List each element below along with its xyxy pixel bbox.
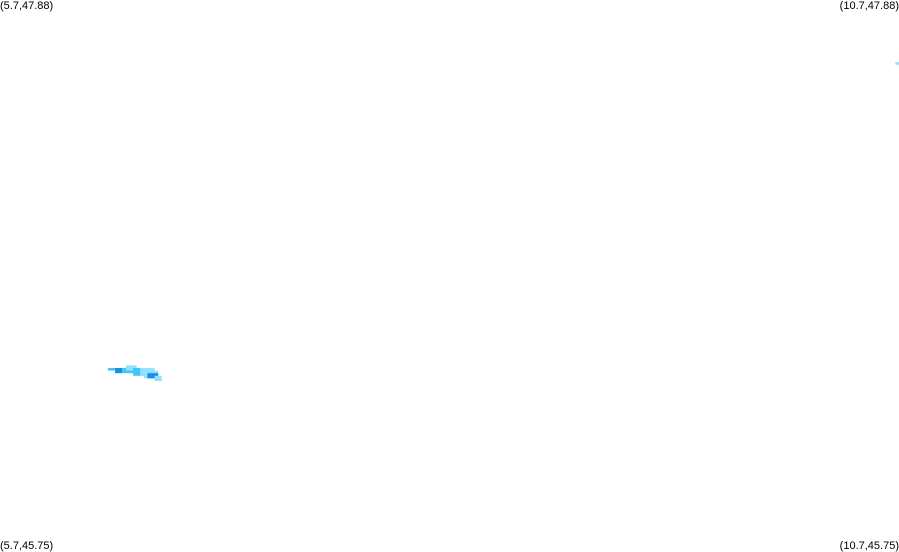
corner-coordinate-bottom-right: (10.7,45.75) (839, 540, 899, 552)
corner-coordinate-bottom-left: (5.7,45.75) (0, 540, 54, 552)
corner-coordinate-top-right: (10.7,47.88) (839, 0, 899, 12)
water-cell (895, 62, 899, 65)
water-cell (107, 368, 116, 371)
water-cell (147, 373, 159, 379)
corner-coordinate-top-left: (5.7,47.88) (0, 0, 54, 12)
water-cell (125, 365, 137, 371)
water-cell (133, 368, 144, 376)
water-cell (154, 375, 162, 381)
water-cell (115, 368, 123, 374)
